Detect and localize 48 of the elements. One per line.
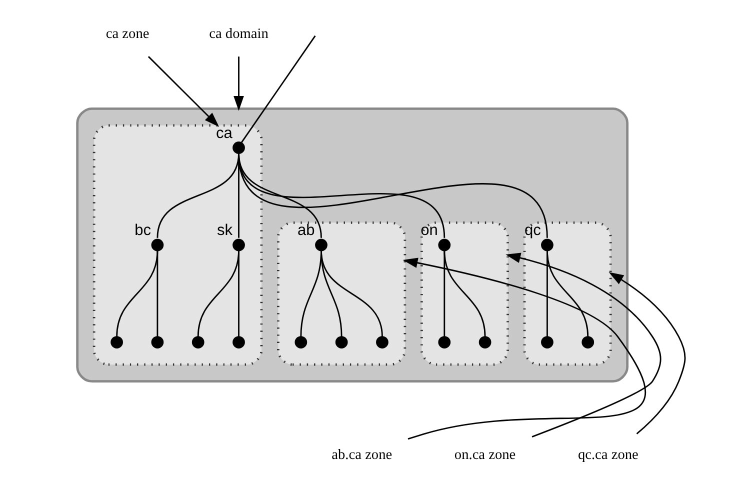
node-circle — [540, 238, 553, 252]
node-circle — [376, 336, 388, 348]
cluster — [276, 221, 406, 366]
cluster — [420, 221, 508, 366]
cluster — [522, 221, 612, 366]
node-text: ca zone — [105, 26, 149, 42]
node-label: ab — [296, 222, 314, 240]
connector — [443, 250, 445, 337]
node-circle — [438, 336, 450, 348]
node-circle — [540, 336, 553, 348]
node-circle — [232, 142, 244, 154]
connector — [116, 250, 158, 337]
node-circle — [232, 336, 244, 348]
connector — [156, 250, 158, 337]
node-circle — [334, 336, 348, 348]
arrow — [233, 56, 244, 111]
node-label: sk — [216, 222, 232, 240]
node-text: ab.ca zone — [331, 447, 392, 464]
arrow — [608, 272, 686, 434]
node-label: ca — [215, 124, 232, 142]
node-text: qc.ca zone — [577, 447, 638, 464]
node-label: on — [420, 222, 438, 240]
connector — [443, 250, 486, 337]
connector — [196, 250, 239, 337]
connector — [238, 153, 548, 238]
node-text: on.ca zone — [454, 447, 516, 464]
node-label: qc — [524, 222, 540, 240]
cluster — [76, 107, 628, 383]
arrow — [147, 56, 219, 127]
node-circle — [150, 336, 164, 348]
node-circle — [438, 238, 450, 252]
node-circle — [150, 238, 164, 252]
node-circle — [294, 336, 307, 348]
node-text: ca domain — [208, 26, 268, 42]
connector — [546, 250, 588, 337]
node-circle — [232, 238, 244, 252]
node-circle — [581, 336, 594, 348]
node-circle — [478, 336, 491, 348]
arrow — [505, 252, 661, 438]
node-circle — [314, 238, 327, 252]
connector — [320, 250, 382, 337]
node-circle — [191, 336, 204, 348]
cluster — [92, 124, 262, 366]
connector — [240, 35, 316, 143]
node-label: bc — [134, 222, 151, 240]
node-circle — [110, 336, 122, 348]
connector — [238, 250, 239, 337]
arrow — [402, 258, 645, 440]
